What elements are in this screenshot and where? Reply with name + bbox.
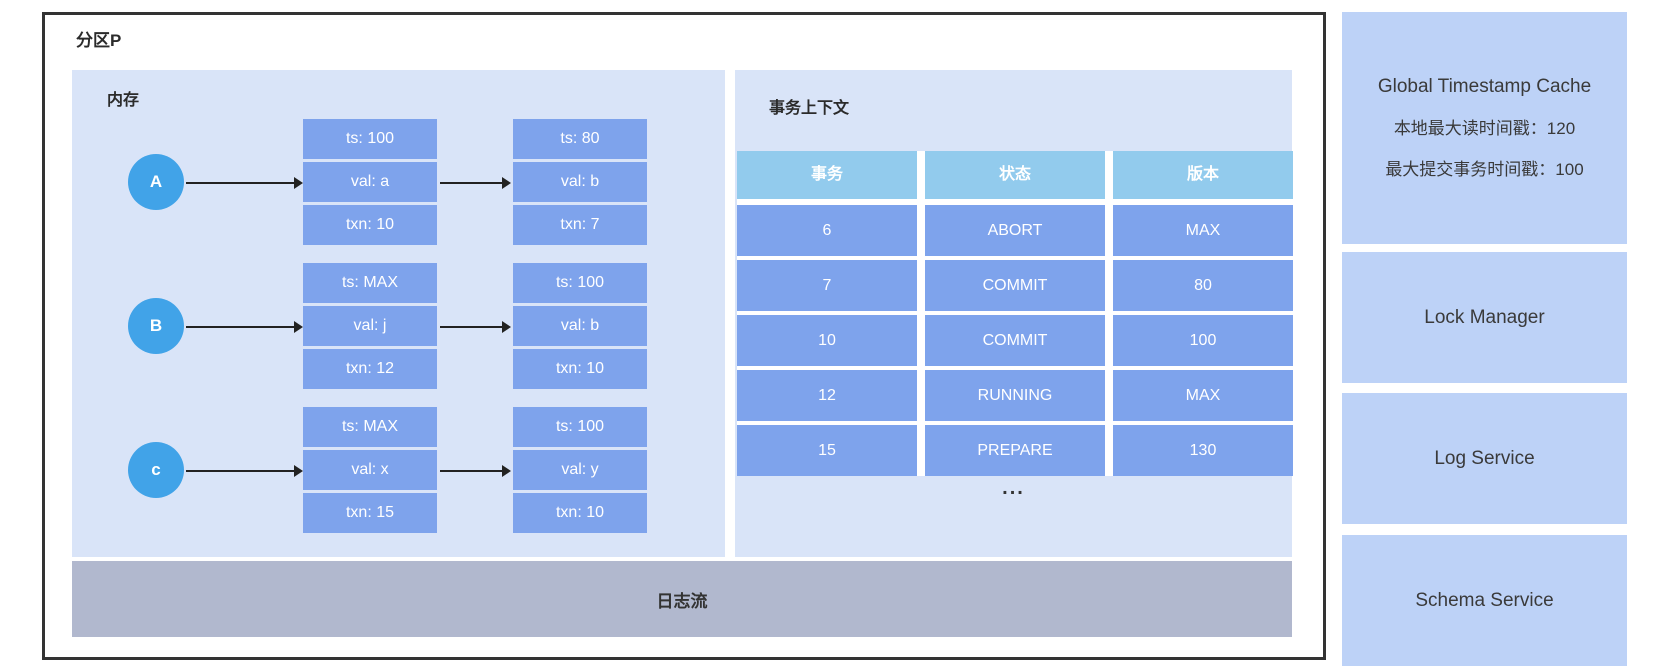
txn-context-title: 事务上下文 bbox=[769, 100, 850, 117]
arrow-connector bbox=[186, 321, 303, 333]
max-commit-txn-ts: 最大提交事务时间戳：100 bbox=[1385, 160, 1584, 179]
txn-cell: txn: 10 bbox=[513, 493, 647, 533]
ts-cell: ts: MAX bbox=[303, 407, 437, 447]
log-service-label: Log Service bbox=[1434, 447, 1535, 469]
table-cell: MAX bbox=[1113, 370, 1293, 421]
schema-service-box: Schema Service bbox=[1342, 535, 1627, 666]
memory-panel-title: 内存 bbox=[107, 92, 140, 109]
schema-service-label: Schema Service bbox=[1415, 589, 1554, 611]
log-service-box: Log Service bbox=[1342, 393, 1627, 524]
lock-manager-box: Lock Manager bbox=[1342, 252, 1627, 383]
ts-cell: ts: 80 bbox=[513, 119, 647, 159]
log-stream-label: 日志流 bbox=[656, 591, 708, 611]
arrow-connector bbox=[186, 177, 303, 189]
table-cell: 80 bbox=[1113, 260, 1293, 311]
table-cell: ABORT bbox=[925, 205, 1105, 256]
node-circle-c: c bbox=[128, 442, 184, 498]
ts-cell: ts: 100 bbox=[513, 263, 647, 303]
txn-cell: txn: 7 bbox=[513, 205, 647, 245]
global-timestamp-cache-title: Global Timestamp Cache bbox=[1377, 76, 1592, 97]
table-cell: 130 bbox=[1113, 425, 1293, 476]
version-record: ts: 80 val: b txn: 7 bbox=[513, 119, 647, 245]
val-cell: val: j bbox=[303, 306, 437, 346]
arrow-connector bbox=[186, 465, 303, 477]
ts-cell: ts: 100 bbox=[303, 119, 437, 159]
table-cell: RUNNING bbox=[925, 370, 1105, 421]
val-cell: val: a bbox=[303, 162, 437, 202]
partition-title: 分区P bbox=[76, 31, 122, 50]
table-cell: PREPARE bbox=[925, 425, 1105, 476]
table-cell: 15 bbox=[737, 425, 917, 476]
ts-cell: ts: 100 bbox=[513, 407, 647, 447]
txn-table-header-version: 版本 bbox=[1113, 151, 1293, 199]
version-record: ts: MAX val: x txn: 15 bbox=[303, 407, 437, 533]
node-circle-a: A bbox=[128, 154, 184, 210]
arrow-connector bbox=[440, 465, 511, 477]
log-stream-bar: 日志流 bbox=[72, 561, 1292, 637]
arrow-connector bbox=[440, 321, 511, 333]
lock-manager-label: Lock Manager bbox=[1424, 306, 1545, 328]
table-cell: COMMIT bbox=[925, 315, 1105, 366]
arrow-connector bbox=[440, 177, 511, 189]
txn-cell: txn: 15 bbox=[303, 493, 437, 533]
table-cell: 12 bbox=[737, 370, 917, 421]
val-cell: val: y bbox=[513, 450, 647, 490]
global-timestamp-cache-box: Global Timestamp Cache 本地最大读时间戳：120 最大提交… bbox=[1342, 12, 1627, 244]
ts-cell: ts: MAX bbox=[303, 263, 437, 303]
table-cell: COMMIT bbox=[925, 260, 1105, 311]
table-cell: 10 bbox=[737, 315, 917, 366]
local-max-read-ts: 本地最大读时间戳：120 bbox=[1393, 119, 1576, 138]
more-rows-ellipsis: ... bbox=[1002, 477, 1025, 499]
table-cell: 100 bbox=[1113, 315, 1293, 366]
table-cell: MAX bbox=[1113, 205, 1293, 256]
txn-cell: txn: 10 bbox=[513, 349, 647, 389]
version-record: ts: 100 val: a txn: 10 bbox=[303, 119, 437, 245]
table-cell: 6 bbox=[737, 205, 917, 256]
txn-cell: txn: 10 bbox=[303, 205, 437, 245]
txn-table-header-status: 状态 bbox=[925, 151, 1105, 199]
version-record: ts: 100 val: y txn: 10 bbox=[513, 407, 647, 533]
node-circle-b: B bbox=[128, 298, 184, 354]
table-cell: 7 bbox=[737, 260, 917, 311]
version-record: ts: MAX val: j txn: 12 bbox=[303, 263, 437, 389]
val-cell: val: b bbox=[513, 306, 647, 346]
version-record: ts: 100 val: b txn: 10 bbox=[513, 263, 647, 389]
val-cell: val: x bbox=[303, 450, 437, 490]
val-cell: val: b bbox=[513, 162, 647, 202]
txn-cell: txn: 12 bbox=[303, 349, 437, 389]
txn-table-header-txn: 事务 bbox=[737, 151, 917, 199]
